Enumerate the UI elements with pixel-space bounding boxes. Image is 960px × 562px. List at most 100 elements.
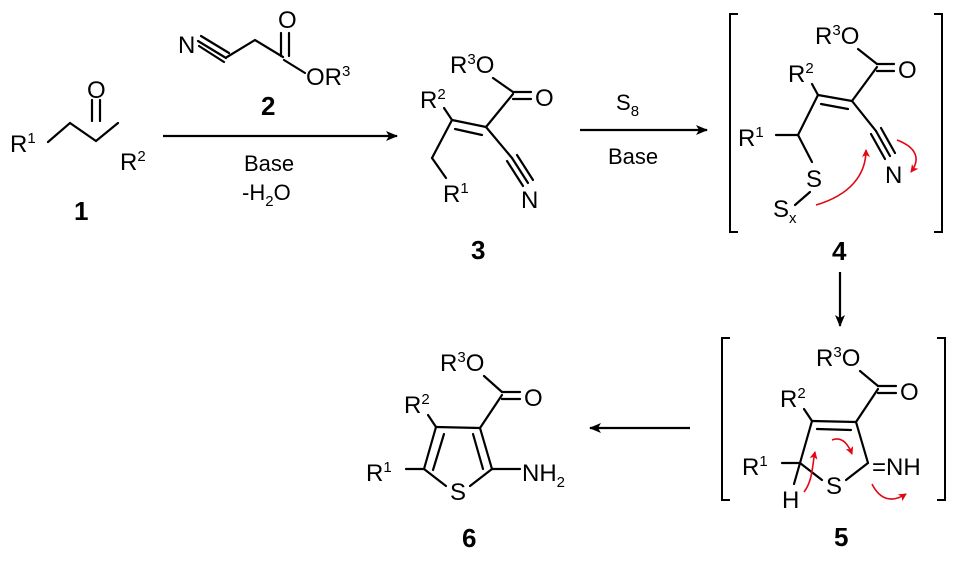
bond-alkene-inner bbox=[819, 102, 850, 111]
bond-ester-o bbox=[282, 58, 307, 75]
bond-c4-c5 bbox=[798, 419, 814, 465]
compound-3: R3O O R2 R1 N 3 bbox=[420, 51, 554, 265]
nitrile-n-label: N bbox=[521, 187, 538, 214]
bond-alkene bbox=[450, 118, 488, 129]
bond-cn-a bbox=[510, 156, 530, 185]
bond-r2 bbox=[802, 407, 814, 423]
bond-cn-c bbox=[505, 159, 525, 188]
bracket-left bbox=[729, 13, 738, 233]
compound-5: R3O O R2 S R1 H =NH 5 bbox=[721, 337, 946, 552]
bond-c3-c4-inner bbox=[815, 427, 853, 432]
or3-label: OR3 bbox=[306, 63, 350, 91]
compound-number-3: 3 bbox=[471, 235, 485, 265]
nitrile-n-label: N bbox=[178, 32, 195, 59]
amine-label: NH2 bbox=[522, 460, 565, 491]
r1-label: R1 bbox=[742, 453, 768, 481]
r3o-label: R3O bbox=[815, 22, 859, 50]
bond-alpha-cn bbox=[484, 125, 514, 160]
r2-label: R2 bbox=[420, 86, 446, 114]
electron-arrow-cn bbox=[896, 139, 919, 173]
bond-ch2 bbox=[430, 118, 454, 160]
r1-label: R1 bbox=[443, 180, 469, 208]
r1-label: R1 bbox=[366, 459, 392, 487]
bond-r2 bbox=[810, 82, 820, 97]
bond-c2-s bbox=[468, 467, 494, 488]
sulfur-label: S bbox=[826, 473, 842, 500]
bond-c2-s bbox=[844, 461, 870, 482]
bond-c3-c4 bbox=[434, 425, 482, 430]
imine-label: =NH bbox=[872, 454, 921, 481]
oxygen-label: O bbox=[900, 379, 919, 406]
r3o-label: R3O bbox=[450, 51, 494, 79]
bracket-right bbox=[934, 13, 943, 233]
compound-2: N O OR3 2 bbox=[178, 7, 350, 121]
bond-ch bbox=[796, 93, 820, 137]
r2-label: R2 bbox=[120, 148, 146, 176]
bond-r1 bbox=[430, 156, 448, 180]
bond-alkene-inner bbox=[453, 127, 484, 137]
bond-o-ccarbonyl bbox=[482, 374, 504, 394]
bond-c5-s bbox=[798, 461, 824, 482]
sx-label: Sx bbox=[773, 196, 797, 227]
bond-cn-b bbox=[199, 34, 231, 55]
bond-alpha-cn bbox=[850, 99, 878, 133]
bond-o-ccarbonyl bbox=[858, 369, 880, 388]
compound-6: R3O O R2 S R1 NH2 6 bbox=[366, 349, 565, 553]
bond-o-ccarbonyl bbox=[856, 47, 879, 66]
bond-c3-c4 bbox=[810, 419, 858, 424]
bond-chain bbox=[46, 121, 120, 144]
bond-c5-s bbox=[422, 467, 448, 488]
electron-arrow-imine bbox=[871, 483, 907, 502]
bond-cn-b bbox=[515, 153, 535, 182]
reagent-s8: S8 bbox=[616, 90, 639, 120]
r3o-label: R3O bbox=[816, 344, 860, 372]
bond-s-sx bbox=[793, 190, 812, 207]
compound-number-1: 1 bbox=[74, 196, 88, 226]
compound-number-6: 6 bbox=[462, 523, 476, 553]
bond-c3-c2 bbox=[478, 426, 494, 471]
compound-1: R1 O R2 1 bbox=[10, 77, 146, 226]
bond-r2 bbox=[442, 106, 454, 122]
electron-arrow-s-attack bbox=[815, 149, 870, 206]
bond-cn-b bbox=[879, 126, 897, 155]
bond-carbonyl-c3 bbox=[854, 387, 880, 424]
reagent-base-2: Base bbox=[608, 144, 658, 169]
bond-c4-c5 bbox=[422, 425, 438, 471]
r1-label: R1 bbox=[738, 124, 764, 152]
oxygen-label: O bbox=[278, 7, 297, 34]
bond-ch-s bbox=[796, 133, 814, 164]
bond-c5-h bbox=[792, 461, 802, 486]
bond-c3-c2 bbox=[854, 420, 870, 465]
reagent-base-1: Base bbox=[244, 151, 294, 176]
compound-number-4: 4 bbox=[832, 236, 847, 266]
electron-arrow-ch bbox=[803, 451, 818, 493]
bond-c3-c2-inner bbox=[471, 432, 485, 471]
reagent-minus-water: -H2O bbox=[242, 180, 291, 210]
bond-cn-a bbox=[874, 129, 892, 158]
electron-arrow-ring bbox=[831, 438, 854, 455]
bond-carbonyl-alpha bbox=[484, 92, 515, 129]
hydrogen-label: H bbox=[782, 487, 799, 514]
bond-carbonyl-c3 bbox=[478, 393, 504, 430]
bracket-right bbox=[937, 337, 946, 501]
oxygen-label: O bbox=[535, 85, 554, 112]
bond-cn-a bbox=[196, 39, 228, 60]
bond-cn-c bbox=[869, 132, 887, 161]
compound-number-5: 5 bbox=[834, 522, 848, 552]
nitrile-n-label: N bbox=[885, 162, 902, 189]
r3o-label: R3O bbox=[440, 349, 484, 377]
reaction-arrow-2: S8 Base bbox=[580, 90, 708, 169]
r2-label: R2 bbox=[788, 60, 814, 88]
bond-o-ccarbonyl bbox=[491, 76, 515, 94]
bond-r2 bbox=[426, 413, 438, 429]
oxygen-label: O bbox=[87, 77, 106, 104]
oxygen-label: O bbox=[898, 57, 917, 84]
r2-label: R2 bbox=[780, 385, 806, 413]
compound-number-2: 2 bbox=[261, 91, 275, 121]
bond-c4-c5-inner bbox=[431, 432, 446, 472]
sulfur-label: S bbox=[450, 479, 466, 506]
oxygen-label: O bbox=[524, 385, 543, 412]
bond-alkene bbox=[816, 93, 854, 103]
compound-4: R3O O R2 R1 S Sx N 4 bbox=[729, 13, 943, 266]
